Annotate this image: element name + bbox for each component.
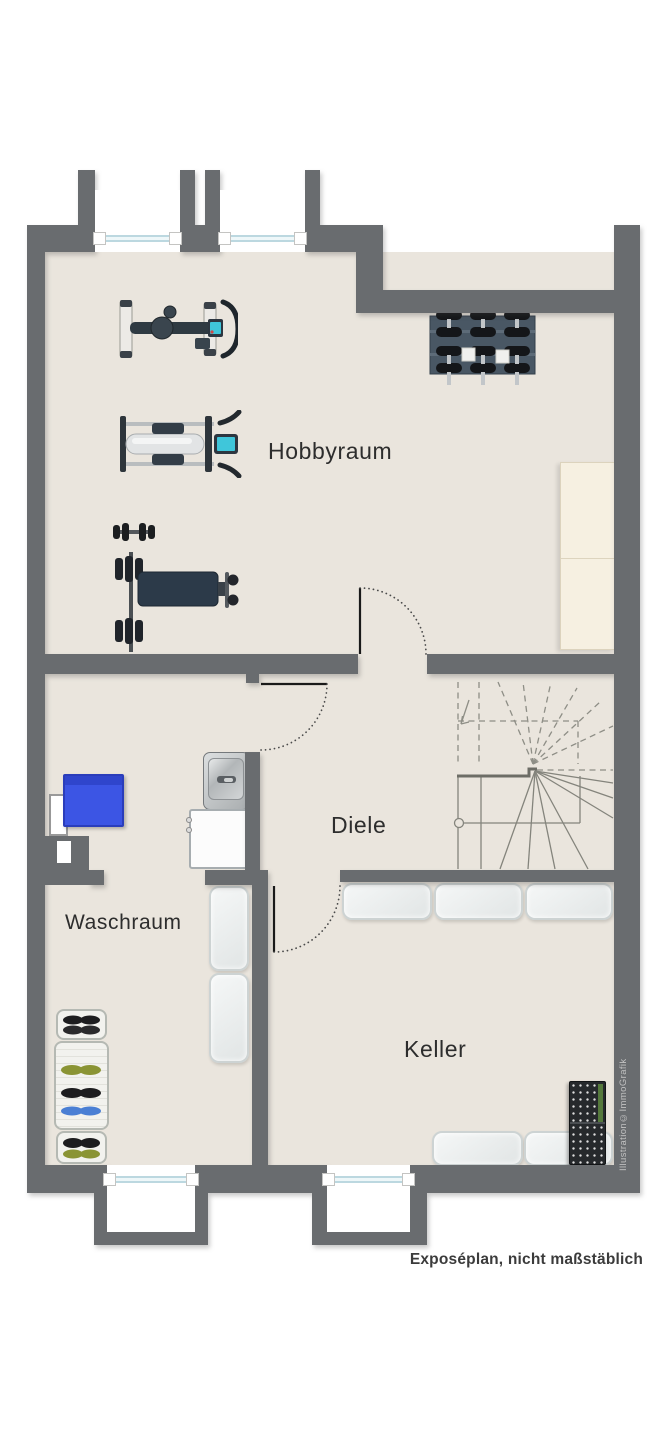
- door-swing-icon: [260, 587, 427, 953]
- window-icon: [95, 235, 180, 242]
- window-niche-wall: [180, 170, 195, 252]
- storage-cushion-icon: [434, 883, 523, 920]
- window-icon: [327, 1176, 410, 1183]
- exercise-bike-icon: [112, 296, 238, 362]
- window-jamb: [93, 232, 106, 245]
- chimney-icon: [45, 836, 89, 885]
- wall: [614, 225, 640, 1193]
- window-icon: [107, 1176, 195, 1183]
- wall: [410, 1165, 640, 1193]
- window-jamb: [186, 1173, 199, 1186]
- shoe-rack-icon: [54, 1041, 109, 1130]
- disclaimer-text: Exposéplan, nicht maßstäblich: [409, 1251, 643, 1268]
- storage-cushion-icon: [209, 973, 249, 1063]
- interior-wall: [252, 885, 268, 1165]
- wall: [356, 290, 640, 313]
- window-jamb: [294, 232, 307, 245]
- interior-wall: [45, 654, 358, 674]
- storage-cushion-icon: [342, 883, 432, 920]
- window-jamb: [402, 1173, 415, 1186]
- interior-wall: [245, 752, 260, 870]
- window-niche-wall: [205, 170, 220, 252]
- window-niche-wall: [78, 170, 95, 252]
- window-jamb: [169, 232, 182, 245]
- interior-wall: [89, 870, 104, 885]
- interior-wall: [205, 870, 268, 885]
- interior-wall: [340, 870, 627, 882]
- storage-cushion-icon: [209, 886, 249, 971]
- floor-area: [45, 252, 615, 1165]
- window-niche-wall: [305, 170, 320, 252]
- room-label-hobbyraum: Hobbyraum: [268, 438, 393, 464]
- window-jamb: [218, 232, 231, 245]
- interior-wall: [427, 654, 614, 674]
- room-label-waschraum: Waschraum: [65, 911, 182, 934]
- wall: [27, 225, 45, 1193]
- shoe-rack-icon: [56, 1131, 107, 1164]
- washing-machine-icon: [186, 809, 248, 869]
- water-tank-icon: [63, 774, 124, 827]
- room-label-diele: Diele: [331, 812, 387, 838]
- window-icon: [220, 235, 305, 242]
- window-niche-wall: [312, 1232, 427, 1245]
- window-jamb: [103, 1173, 116, 1186]
- window-jamb: [322, 1173, 335, 1186]
- rowing-machine-icon: [112, 410, 244, 478]
- wall: [195, 1165, 327, 1193]
- interior-wall: [246, 674, 259, 683]
- window-niche-wall: [94, 1232, 208, 1245]
- storage-cushion-icon: [525, 883, 613, 920]
- door-leaf: [261, 588, 362, 952]
- wall: [27, 1165, 107, 1193]
- shoe-rack-icon: [56, 1009, 107, 1040]
- room-label-keller: Keller: [404, 1036, 467, 1062]
- pegboard-shelf-icon: [569, 1081, 606, 1165]
- staircase-icon: [453, 681, 614, 870]
- sink-icon: [203, 752, 250, 810]
- weight-bench-icon: [106, 514, 246, 658]
- copyright-credit-text: Illustration©ImmoGrafik: [618, 1058, 629, 1172]
